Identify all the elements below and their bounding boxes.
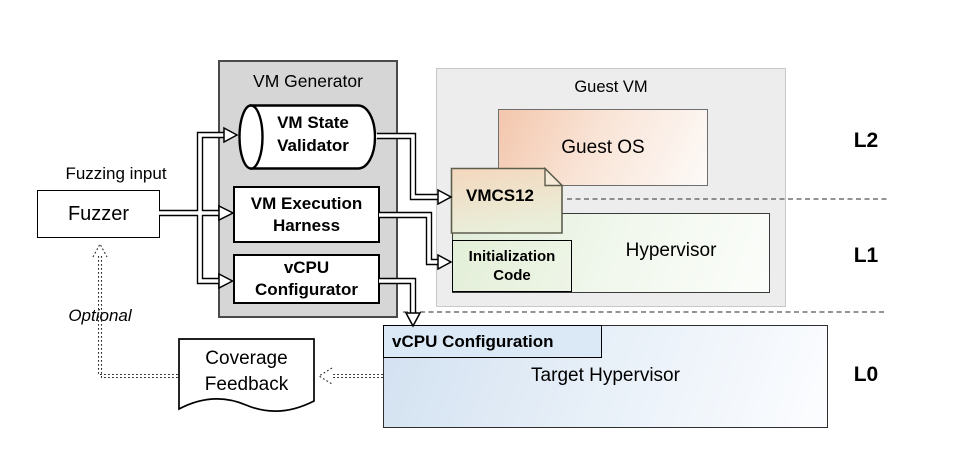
feedback-arrow-target-to-coverage [317, 367, 383, 385]
fuzzer-box: Fuzzer [37, 190, 160, 238]
vm-generator-title: VM Generator [253, 71, 363, 91]
cylinder-icon [238, 104, 377, 170]
dotted-arrowhead-up-icon [92, 242, 108, 258]
fuzzer-label: Fuzzer [67, 202, 130, 225]
vcpu-configuration-box: vCPU Configuration [383, 325, 602, 358]
vcpu-configuration-label: vCPU Configuration [392, 331, 554, 351]
level-l0-label: L0 [853, 363, 879, 386]
coverage-feedback-label: Coverage Feedback [204, 348, 289, 395]
optional-label: Optional [68, 306, 132, 325]
level-l1-label: L1 [853, 244, 879, 267]
vcpu-configurator-label: vCPU Configurator [255, 258, 358, 299]
coverage-feedback-document [178, 338, 315, 418]
level-l2-label: L2 [853, 129, 879, 152]
vmcs12-note-shape [450, 166, 564, 235]
vmcs12-note-icon [450, 166, 564, 234]
guest-os-label: Guest OS [561, 136, 645, 158]
dotted-arrowhead-left-icon [317, 367, 333, 385]
guest-vm-title: Guest VM [574, 78, 648, 96]
vcpu-configurator-box: vCPU Configurator [233, 254, 380, 304]
initialization-code-box: Initialization Code [452, 240, 572, 292]
vmcs12-label: VMCS12 [465, 186, 535, 205]
hypervisor-label: Hypervisor [625, 240, 717, 261]
vm-state-validator-label: VM State Validator [277, 113, 349, 155]
target-hypervisor-label: Target Hypervisor [531, 365, 680, 386]
initialization-code-label: Initialization Code [468, 248, 556, 284]
vm-execution-harness-label: VM Execution Harness [250, 193, 363, 235]
vm-execution-harness-box: VM Execution Harness [233, 186, 380, 243]
document-icon [178, 338, 315, 412]
fuzzing-input-label: Fuzzing input [65, 164, 167, 183]
vm-state-validator-cylinder [237, 104, 378, 170]
